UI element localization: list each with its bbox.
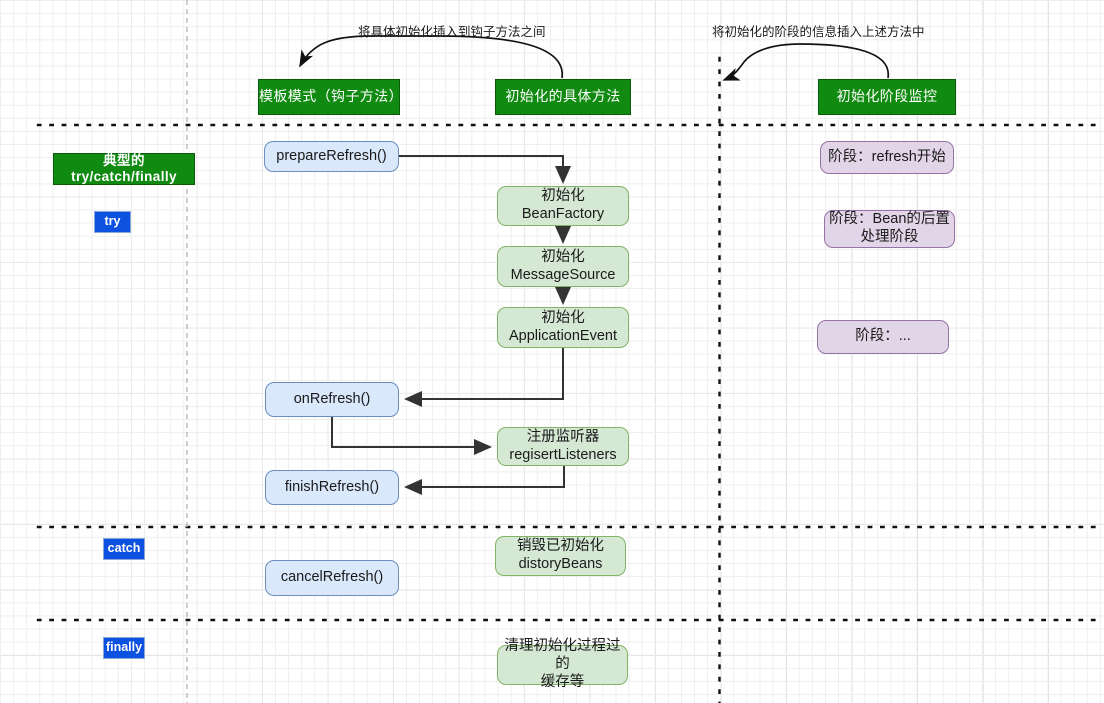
box-destroy-beans[interactable]: 销毁已初始化 distoryBeans [495,536,626,576]
label-catch[interactable]: catch [103,538,145,560]
box-init-message-source[interactable]: 初始化 MessageSource [497,246,629,287]
label-typical-try-catch-finally[interactable]: 典型的try/catch/finally [53,153,195,185]
box-template-pattern[interactable]: 模板模式（钩子方法） [258,79,403,115]
box-cancel-refresh[interactable]: cancelRefresh() [265,560,399,596]
box-phase-refresh-start[interactable]: 阶段：refresh开始 [820,141,954,174]
arrow-applicationevent-to-onrefresh [404,348,564,407]
box-clean-cache[interactable]: 清理初始化过程过的 缓存等 [497,638,628,690]
box-finish-refresh[interactable]: finishRefresh() [265,470,399,505]
label-try[interactable]: try [94,211,131,233]
box-phase-bean-post-process[interactable]: 阶段：Bean的后置 处理阶段 [824,210,955,248]
box-register-listeners[interactable]: 注册监听器 regisertListeners [497,427,629,466]
arrow-onrefresh-to-registerlisteners [331,417,492,455]
box-init-application-event[interactable]: 初始化 ApplicationEvent [497,307,629,348]
box-phase-ellipsis[interactable]: 阶段：... [817,320,949,354]
box-prepare-refresh[interactable]: prepareRefresh() [264,141,399,172]
arrow-monitor-to-column [722,43,889,81]
annotation-insert-concrete: 将具体初始化插入到钩子方法之间 [358,25,546,39]
annotation-insert-phase: 将初始化的阶段的信息插入上述方法中 [712,25,925,39]
box-concrete-init-method[interactable]: 初始化的具体方法 [495,79,631,115]
arrow-concrete-to-template [299,35,563,79]
arrow-registerlisteners-to-finishrefresh [404,466,565,495]
label-finally[interactable]: finally [103,637,145,659]
box-init-phase-monitor[interactable]: 初始化阶段监控 [818,79,956,115]
box-init-bean-factory[interactable]: 初始化 BeanFactory [497,186,629,226]
arrow-prepare-to-beanfactory [399,155,571,184]
box-on-refresh[interactable]: onRefresh() [265,382,399,417]
